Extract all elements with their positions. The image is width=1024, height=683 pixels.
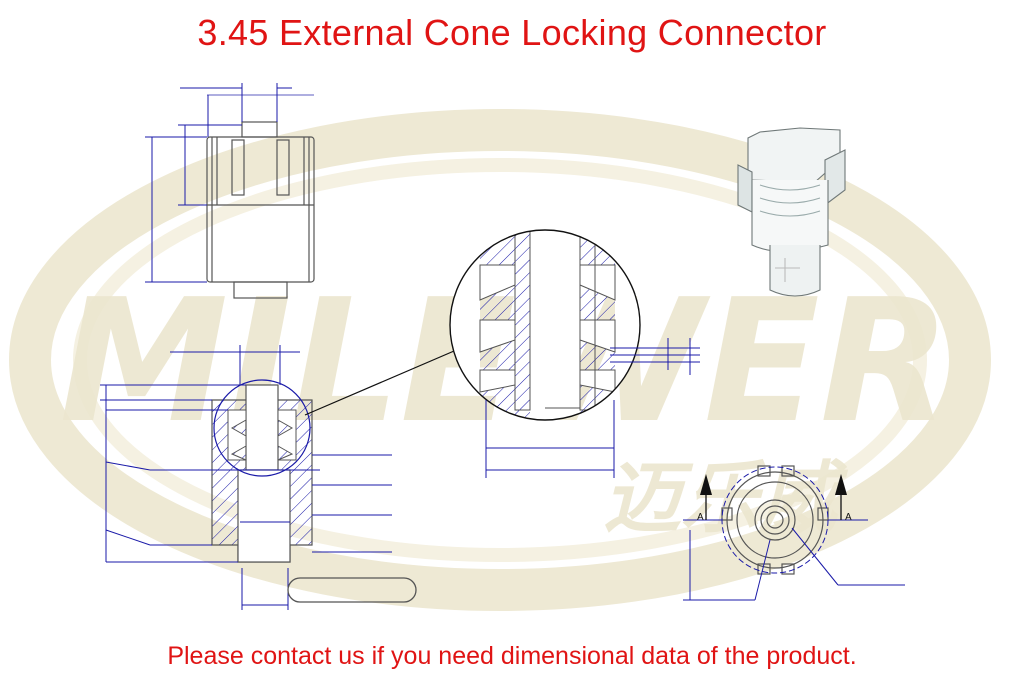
front-view xyxy=(721,465,829,575)
watermark-brand-cn: 迈乐威 xyxy=(603,454,849,544)
footer-note: Please contact us if you need dimensiona… xyxy=(167,642,857,670)
detail-view-dimensions xyxy=(485,338,700,478)
dimension-slot-outline xyxy=(287,577,417,603)
side-view xyxy=(206,121,315,299)
section-view-dimensions xyxy=(100,345,392,610)
section-label-left: A xyxy=(697,512,704,523)
side-view-dimensions xyxy=(145,83,314,283)
section-arrow-left: A xyxy=(697,474,712,523)
watermark-logo: MILEWER 迈乐威 xyxy=(9,109,991,611)
front-view-dimensions xyxy=(683,466,905,601)
connector-3d-render xyxy=(737,127,846,297)
section-label-right: A xyxy=(845,512,852,523)
page-title: 3.45 External Cone Locking Connector xyxy=(197,12,827,53)
section-arrow-right: A xyxy=(835,474,852,523)
